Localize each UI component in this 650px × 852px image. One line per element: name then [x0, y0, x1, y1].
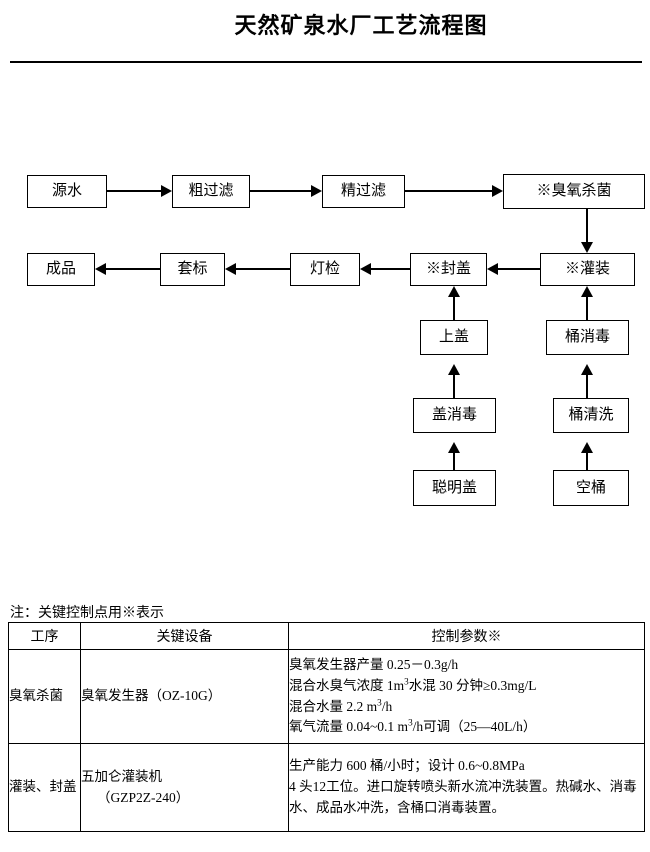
connector-coarse-to-fine [250, 190, 311, 192]
connector-emptybarrel-to-barrelwash [586, 453, 588, 474]
legend-note: 注：关键控制点用※表示 [10, 606, 164, 621]
table-cell-equipment: 臭氧发生器（OZ-10G） [80, 649, 289, 744]
table-cell-parameters: 臭氧发生器产量 0.25－0.3g/h 混合水臭气浓度 1m3水混 30 分钟≥… [288, 649, 645, 744]
flow-node-label: 灯检 [309, 261, 340, 277]
flow-node-labeling[interactable]: 套标 [160, 253, 225, 286]
flow-node-coarse-filter[interactable]: 粗过滤 [172, 175, 250, 208]
arrowhead-up [448, 442, 460, 453]
flow-node-barrel-washing[interactable]: 桶清洗 [553, 398, 629, 433]
table-cell-process: 灌装、封盖 [8, 743, 81, 832]
arrowhead-left [487, 263, 498, 275]
table-row: 臭氧杀菌 臭氧发生器（OZ-10G） 臭氧发生器产量 0.25－0.3g/h 混… [8, 649, 645, 744]
flow-node-empty-barrel[interactable]: 空桶 [553, 470, 629, 506]
connector-capon-to-capping [453, 297, 455, 320]
arrowhead-up [448, 364, 460, 375]
flow-node-label: ※封盖 [425, 261, 471, 277]
flow-node-barrel-disinfection[interactable]: 桶消毒 [546, 320, 629, 355]
flow-node-label: 桶消毒 [564, 329, 610, 345]
flow-node-label: 聪明盖 [431, 479, 477, 496]
param-line: 4 头12工位。进口旋转喷头新水流冲洗装置。热碱水、消毒水、成品水冲洗，含桶口消… [289, 779, 637, 815]
connector-barreldisinfect-to-filling [586, 297, 588, 320]
param-line: 氧气流量 0.04~0.1 m3/h可调（25—40L/h） [289, 717, 537, 735]
flow-node-label: 上盖 [438, 329, 469, 345]
table-header-equipment: 关键设备 [80, 622, 289, 650]
table-header-process: 工序 [8, 622, 81, 650]
flow-node-label: 空桶 [575, 479, 606, 496]
process-name: 灌装、封盖 [9, 779, 77, 795]
arrowhead-left [360, 263, 371, 275]
process-flowchart: 源水 粗过滤 精过滤 ※臭氧杀菌 ※灌装 ※封盖 [27, 174, 645, 506]
flow-node-finished-product[interactable]: 成品 [27, 253, 95, 286]
connector-fine-to-ozone [405, 190, 492, 192]
flow-node-source-water[interactable]: 源水 [27, 175, 107, 208]
arrowhead-up [581, 286, 593, 297]
page-title: 天然矿泉水厂工艺流程图 [234, 13, 488, 38]
flow-node-label: 套标 [177, 261, 208, 277]
flow-node-label: ※灌装 [564, 261, 610, 277]
arrowhead-left [225, 263, 236, 275]
connector-capping-to-lamp [371, 268, 410, 270]
table-cell-parameters: 生产能力 600 桶/小时；设计 0.6~0.8MPa 4 头12工位。进口旋转… [288, 743, 645, 832]
connector-capdisinfect-to-capon [453, 375, 455, 398]
flow-node-label: 源水 [51, 183, 82, 199]
flow-node-label: 桶清洗 [568, 407, 614, 423]
arrowhead-up [581, 442, 593, 453]
arrowhead-left [95, 263, 106, 275]
flow-node-ozone-sterilization[interactable]: ※臭氧杀菌 [503, 174, 645, 209]
flow-node-cap-on[interactable]: 上盖 [420, 320, 488, 355]
title-bar: 天然矿泉水厂工艺流程图 [0, 8, 650, 40]
arrowhead-right [161, 185, 172, 197]
flow-node-fine-filter[interactable]: 精过滤 [322, 175, 405, 208]
flow-node-smart-cap[interactable]: 聪明盖 [413, 470, 496, 506]
connector-smartcap-to-capdisinfect [453, 453, 455, 474]
flow-node-lamp-inspection[interactable]: 灯检 [290, 253, 360, 286]
arrowhead-right [311, 185, 322, 197]
arrowhead-up [448, 286, 460, 297]
param-line: 臭氧发生器产量 0.25－0.3g/h [289, 656, 459, 672]
param-line: 混合水量 2.2 m3/h [289, 697, 393, 714]
table-row: 灌装、封盖 五加仑灌装机 （GZP2Z-240） 生产能力 600 桶/小时；设… [8, 743, 645, 832]
arrowhead-down [581, 242, 593, 253]
flow-node-label: ※臭氧杀菌 [536, 183, 612, 199]
equipment-name: 五加仑灌装机 [81, 768, 162, 784]
connector-lamp-to-labeling [236, 268, 290, 270]
connector-barrelwash-to-barreldisinfect [586, 375, 588, 398]
arrowhead-right [492, 185, 503, 197]
flow-node-label: 成品 [45, 261, 76, 277]
connector-source-to-coarse [107, 190, 161, 192]
table-header-parameters: 控制参数※ [288, 622, 645, 650]
flow-node-label: 盖消毒 [431, 407, 477, 423]
connector-ozone-to-filling [586, 209, 588, 242]
flow-node-capping[interactable]: ※封盖 [410, 253, 487, 286]
flow-node-label: 粗过滤 [188, 183, 234, 199]
flow-node-label: 精过滤 [340, 183, 386, 199]
control-parameters-table: 工序 关键设备 控制参数※ 臭氧杀菌 臭氧发生器（OZ-10G） 臭氧发生器产量… [8, 622, 645, 832]
title-divider [10, 61, 642, 63]
param-line: 混合水臭气浓度 1m3水混 30 分钟≥0.3mg/L [289, 676, 537, 693]
arrowhead-up [581, 364, 593, 375]
equipment-name: 臭氧发生器（OZ-10G） [81, 688, 222, 704]
flow-node-cap-disinfection[interactable]: 盖消毒 [413, 398, 496, 433]
connector-filling-to-capping [498, 268, 540, 270]
process-name: 臭氧杀菌 [9, 688, 63, 704]
flow-node-filling[interactable]: ※灌装 [540, 253, 635, 286]
table-cell-process: 臭氧杀菌 [8, 649, 81, 744]
table-header-row: 工序 关键设备 控制参数※ [8, 622, 645, 650]
param-line: 生产能力 600 桶/小时；设计 0.6~0.8MPa [289, 758, 525, 774]
equipment-model: （GZP2Z-240） [97, 789, 190, 805]
table-cell-equipment: 五加仑灌装机 （GZP2Z-240） [80, 743, 289, 832]
connector-labeling-to-finished [106, 268, 160, 270]
